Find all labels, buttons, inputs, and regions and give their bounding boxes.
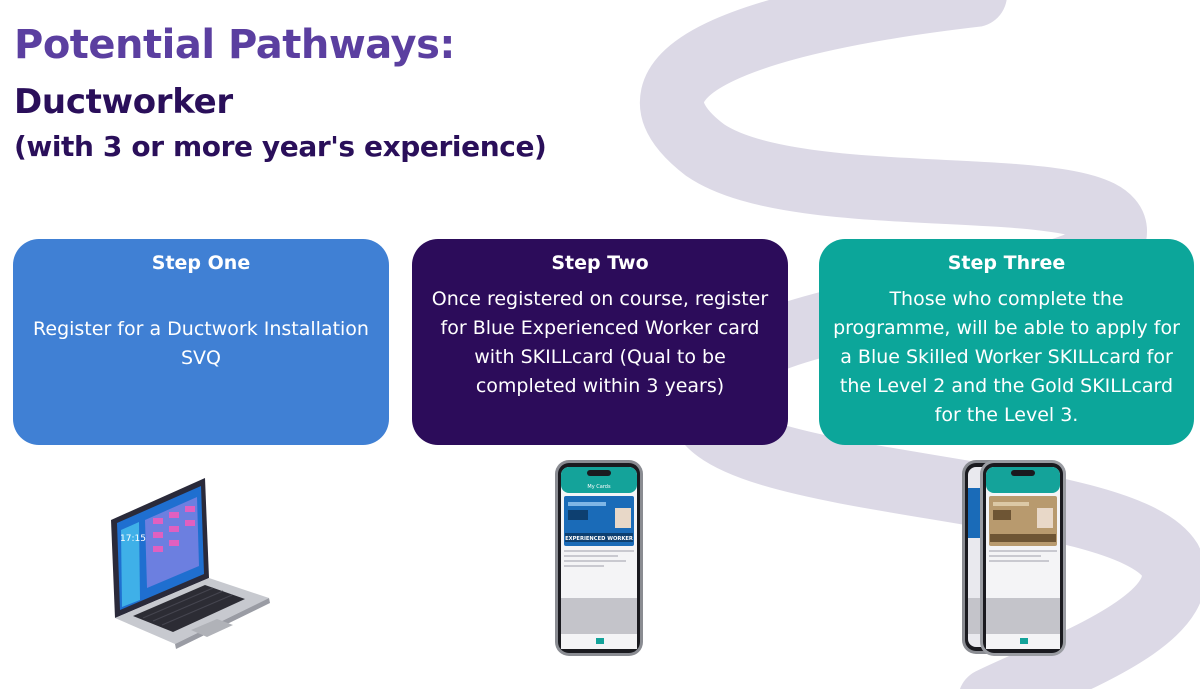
step-three-body: Those who complete the programme, will b… xyxy=(833,288,1180,426)
step-two-body: Once registered on course, register for … xyxy=(431,288,769,397)
laptop-clock: 17:15 xyxy=(120,534,146,544)
laptop-illustration: 17:15 xyxy=(111,478,270,649)
phone-experienced-worker: My Cards EXPERIENCED WORKER xyxy=(555,460,643,656)
phone-pair-skilled-worker xyxy=(962,460,1066,656)
step-two-heading: Step Two xyxy=(551,252,649,274)
step-one-card: Step One Register for a Ductwork Install… xyxy=(13,239,389,445)
page-subtitle-detail: (with 3 or more year's experience) xyxy=(14,130,547,163)
step-one-heading: Step One xyxy=(151,252,251,274)
page-title: Potential Pathways: xyxy=(14,22,455,68)
step-three-heading: Step Three xyxy=(947,252,1066,274)
step-three-card: Step Three Those who complete the progra… xyxy=(819,239,1194,445)
phone-app-title: My Cards xyxy=(587,484,611,490)
step-two-card: Step Two Once registered on course, regi… xyxy=(412,239,788,445)
page-subtitle: Ductworker xyxy=(14,82,233,122)
step-one-body: Register for a Ductwork Installation SVQ xyxy=(33,318,369,369)
phone-card-badge: EXPERIENCED WORKER xyxy=(565,536,633,542)
